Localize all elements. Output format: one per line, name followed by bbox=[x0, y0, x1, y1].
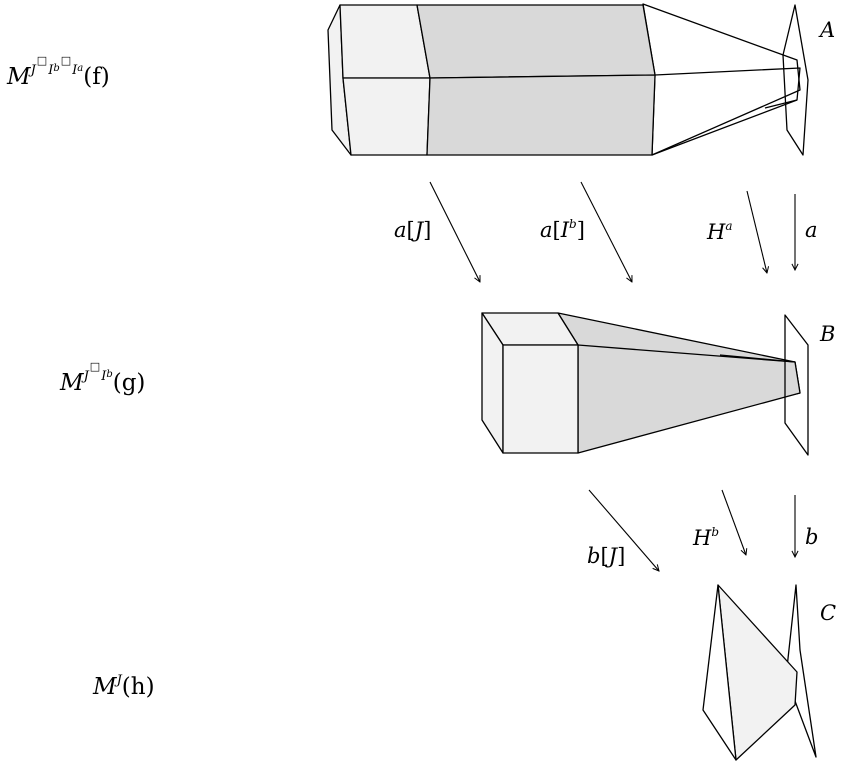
arrow-label-Hb: Hb bbox=[693, 525, 720, 550]
shape-a-dark-top bbox=[416, 4, 656, 79]
shape-a-taper-face bbox=[642, 3, 801, 156]
object-label-b: B bbox=[820, 322, 836, 346]
arrow-label-a-J: a[J] bbox=[394, 218, 432, 242]
arrow-Ha bbox=[746, 190, 767, 273]
arrow-a-J bbox=[429, 181, 480, 282]
object-label-a: A bbox=[820, 18, 836, 42]
shape-b-cube-front bbox=[502, 344, 579, 454]
object-label-c: C bbox=[820, 601, 837, 625]
arrow-a-Ib bbox=[580, 181, 632, 282]
shape-c bbox=[702, 584, 817, 761]
arrow-b-J bbox=[588, 489, 659, 571]
arrow-label-b-J: b[J] bbox=[587, 544, 626, 568]
formula-row-2: MJ□Ib(g) bbox=[60, 360, 146, 396]
shape-b-taper-front bbox=[577, 344, 801, 454]
arrow-label-a-Ib: a[Ib] bbox=[540, 217, 585, 242]
shape-a-light-top bbox=[339, 4, 431, 79]
shape-b bbox=[481, 312, 809, 456]
arrow-label-Ha: Ha bbox=[707, 219, 733, 244]
shape-a-taper-edge-2 bbox=[651, 99, 798, 156]
arrow-Hb bbox=[721, 489, 746, 555]
arrow-label-b: b bbox=[805, 525, 819, 549]
arrow-label-a: a bbox=[805, 218, 818, 242]
plane-b bbox=[784, 314, 809, 456]
shape-a bbox=[327, 3, 809, 156]
formula-row-1: MJ□Ib□Ia(f) bbox=[7, 54, 110, 90]
formula-row-3: MJ(h) bbox=[93, 673, 155, 700]
shape-c-left-face bbox=[702, 584, 737, 761]
arrows bbox=[429, 181, 795, 571]
plane-c bbox=[785, 584, 817, 758]
shape-b-taper-edge bbox=[719, 354, 796, 363]
plane-a bbox=[782, 4, 809, 156]
shape-a-taper-edge bbox=[654, 67, 801, 109]
shape-a-light-bottom bbox=[342, 77, 431, 156]
shape-a-dark-bottom bbox=[426, 74, 656, 156]
